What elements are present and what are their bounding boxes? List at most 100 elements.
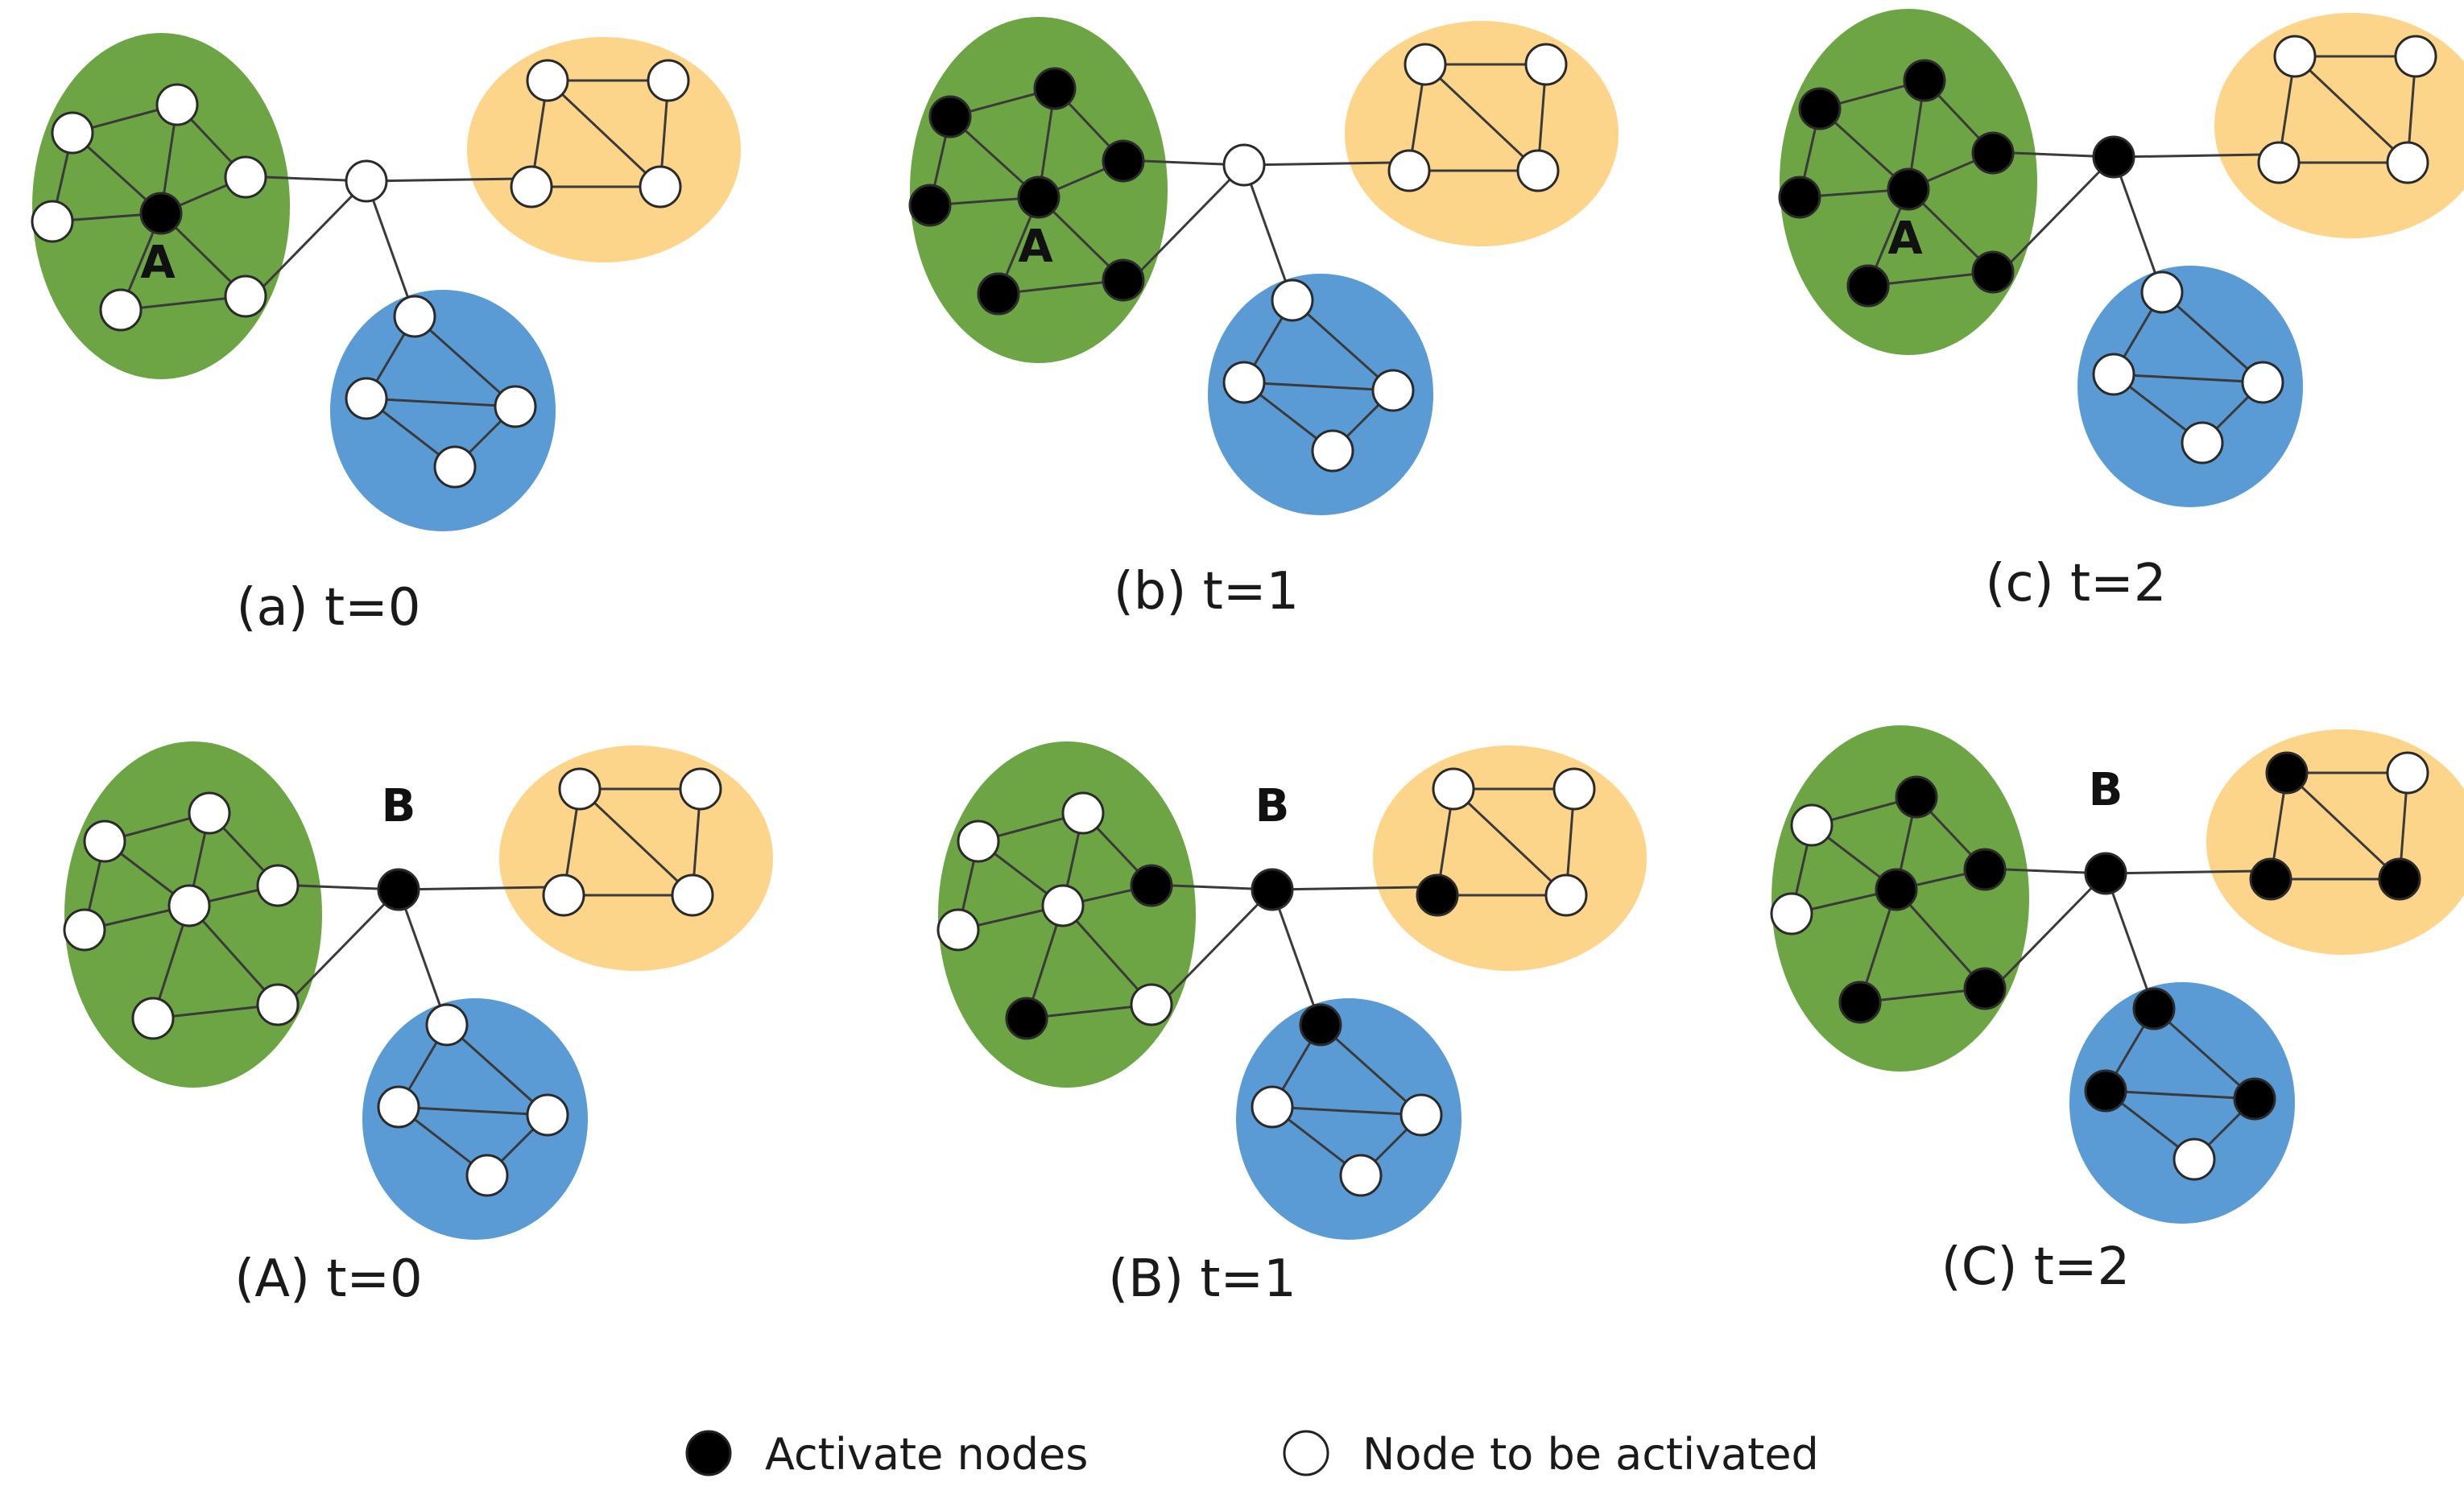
panel-caption: (C) t=2 [1941, 1237, 2130, 1297]
inactive-node [167, 884, 211, 927]
active-node [1778, 176, 1821, 219]
seed-node-label: A [140, 237, 176, 289]
inactive-node [1311, 429, 1354, 473]
inactive-node [526, 1093, 569, 1137]
blue-community [362, 998, 588, 1240]
bridge-edge [1242, 164, 1294, 301]
blue-community [1208, 274, 1433, 515]
seed-node-label: A [1018, 221, 1053, 273]
diagram-panel: A(a) t=0 [31, 33, 741, 638]
active-node [1798, 87, 1842, 130]
inactive-node [1544, 873, 1588, 917]
inactive-node [2386, 141, 2429, 184]
blue-community [2077, 266, 2303, 507]
bridge-edge [2113, 153, 2263, 159]
hub-node [1251, 868, 1294, 911]
bridge-edge [397, 889, 449, 1026]
bridge-edge [365, 180, 416, 317]
edge [366, 397, 516, 408]
inactive-node [1399, 1093, 1443, 1137]
panel-caption: (B) t=1 [1108, 1249, 1296, 1309]
inactive-node [377, 1085, 420, 1129]
active-node [2249, 857, 2292, 901]
active-node [1903, 59, 1946, 102]
panel-caption: (c) t=2 [1986, 554, 2167, 613]
active-node [1102, 139, 1145, 183]
inactive-node [1251, 1085, 1294, 1129]
edge [2105, 1089, 2255, 1101]
active-node [908, 184, 952, 227]
active-node [1887, 167, 1930, 211]
inactive-node [2273, 35, 2317, 78]
edge [2160, 291, 2264, 384]
inactive-node [1041, 884, 1085, 927]
active-node [2378, 857, 2421, 901]
hub-node [345, 159, 388, 203]
orange-community [467, 37, 741, 262]
active-node [1017, 176, 1060, 219]
legend-inactive-label: Node to be activated [1362, 1429, 1819, 1480]
inactive-node [1404, 43, 1447, 86]
active-node [1299, 1003, 1342, 1047]
active-node [2084, 1069, 2127, 1113]
bridge-edge [1271, 886, 1422, 891]
blue-community [1236, 998, 1461, 1240]
inactive-node [2241, 361, 2284, 404]
inactive-node [2173, 1138, 2216, 1181]
legend-inactive-node-icon [1283, 1430, 1329, 1476]
inactive-node [256, 983, 300, 1026]
edge [2152, 1007, 2256, 1101]
inactive-node [465, 1154, 509, 1197]
active-node [2265, 751, 2309, 795]
bridge-edge [398, 886, 548, 891]
inactive-node [51, 111, 94, 155]
inactive-node [2140, 270, 2184, 314]
diagram-panels: A(a) t=0A(b) t=1A(c) t=2B(A) t=0B(B) t=1… [31, 9, 2464, 1309]
panel-caption: (b) t=1 [1114, 562, 1299, 621]
active-node [1130, 864, 1173, 907]
inactive-node [936, 908, 980, 952]
edge [1452, 787, 1568, 897]
active-node [928, 95, 972, 138]
edge [398, 1105, 548, 1117]
inactive-node [526, 59, 569, 102]
inactive-node [1061, 791, 1105, 835]
bridge-edge [2007, 155, 2115, 266]
seed-node-label: B [382, 780, 416, 832]
inactive-node [1516, 149, 1560, 192]
inactive-node [31, 200, 74, 243]
seed-node-label: B [1255, 780, 1290, 832]
active-node [1005, 997, 1048, 1040]
diagram-panel: B(C) t=2 [1770, 725, 2464, 1297]
active-node [2233, 1077, 2276, 1121]
edge [2113, 373, 2263, 384]
edge [578, 787, 694, 897]
inactive-node [2257, 141, 2301, 184]
inactive-node [1770, 892, 1813, 935]
active-node [1971, 131, 2015, 175]
orange-community [499, 745, 773, 971]
inactive-node [1432, 767, 1475, 811]
diagram-panel: A (b) t=1 [908, 17, 1619, 621]
active-node [1416, 873, 1459, 917]
active-node [977, 272, 1020, 316]
inactive-node [1790, 803, 1834, 847]
active-node [1102, 258, 1145, 302]
active-node [139, 192, 183, 235]
legend-active-node-icon [685, 1430, 732, 1476]
legend: Activate nodes Node to be activated [685, 1429, 1819, 1480]
diagram-panel: B (A) t=0 [63, 741, 773, 1309]
inactive-node [155, 83, 199, 126]
inactive-node [188, 791, 231, 835]
hub-node [377, 868, 420, 911]
blue-community [2069, 982, 2295, 1224]
edge [413, 315, 517, 408]
panel-caption: (A) t=0 [234, 1249, 423, 1309]
inactive-node [131, 997, 175, 1040]
blue-community [330, 290, 556, 531]
active-node [1033, 67, 1077, 110]
hub-node [2084, 852, 2127, 895]
active-node [1963, 967, 2007, 1010]
edge [445, 1023, 549, 1117]
inactive-node [393, 295, 436, 338]
